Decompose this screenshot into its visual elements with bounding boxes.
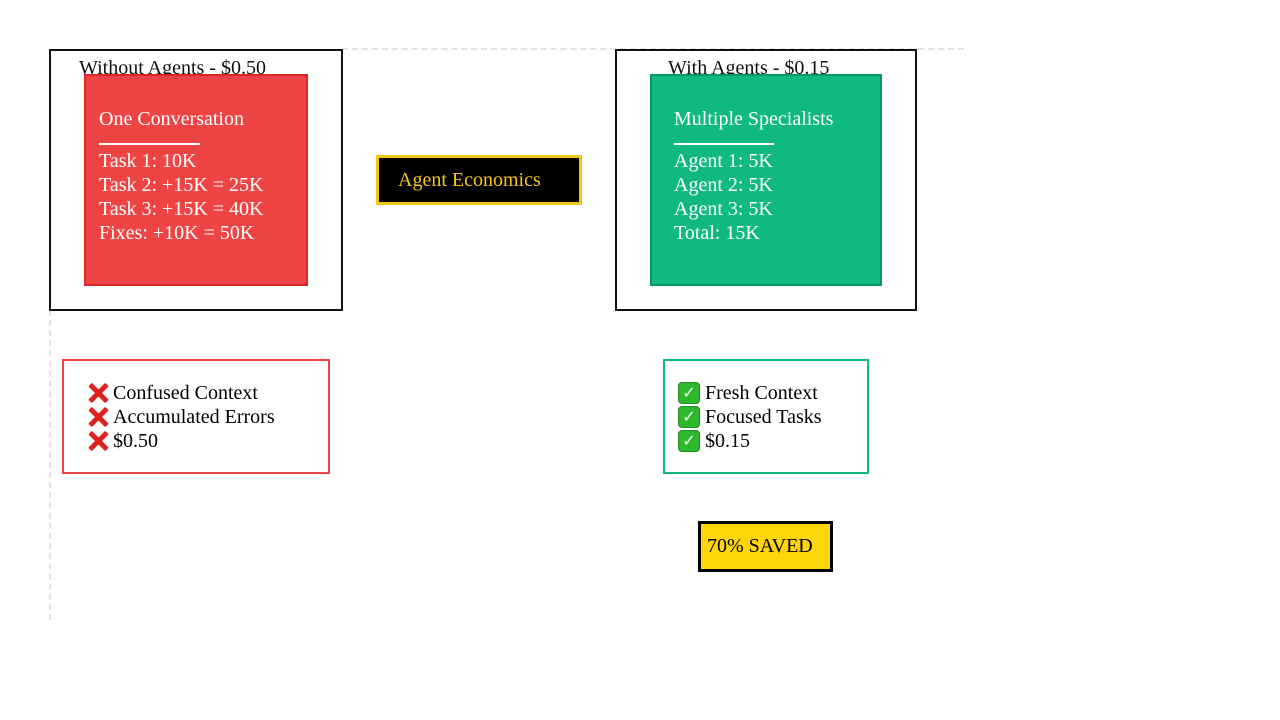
card-heading: One Conversation	[99, 108, 244, 130]
card-heading: Multiple Specialists	[674, 108, 834, 130]
without-agents-outcomes: Confused Context Accumulated Errors $0.5…	[62, 359, 330, 474]
list-item-label: Accumulated Errors	[113, 406, 275, 428]
card-line: Agent 3: 5K	[674, 198, 773, 220]
multiple-specialists-card: Multiple Specialists Agent 1: 5K Agent 2…	[650, 74, 882, 286]
agent-economics-title: Agent Economics	[376, 155, 582, 205]
without-agents-title: Without Agents - $0.50	[79, 57, 266, 79]
list-item-label: Focused Tasks	[705, 406, 822, 428]
savings-badge: 70% SAVED	[698, 521, 833, 572]
card-line: Agent 1: 5K	[674, 150, 773, 172]
card-line: Fixes: +10K = 50K	[99, 222, 255, 244]
check-mark-icon: ✓	[678, 406, 700, 428]
card-line: Task 3: +15K = 40K	[99, 198, 264, 220]
card-line: Task 2: +15K = 25K	[99, 174, 264, 196]
list-item: ✓ $0.15	[678, 429, 867, 453]
list-item-label: $0.15	[705, 430, 750, 452]
with-agents-title: With Agents - $0.15	[668, 57, 830, 79]
with-agents-frame	[615, 49, 917, 311]
check-mark-icon: ✓	[678, 430, 700, 452]
list-item-label: Confused Context	[113, 382, 258, 404]
card-divider	[674, 143, 774, 145]
list-item: ✓ Focused Tasks	[678, 405, 867, 429]
left-dashed-connector	[49, 310, 51, 620]
with-agents-outcomes: ✓ Fresh Context ✓ Focused Tasks ✓ $0.15	[663, 359, 869, 474]
card-line: Task 1: 10K	[99, 150, 197, 172]
list-item: Accumulated Errors	[87, 405, 328, 429]
card-divider	[99, 143, 200, 145]
list-item: ✓ Fresh Context	[678, 381, 867, 405]
list-item: Confused Context	[87, 381, 328, 405]
without-agents-frame	[49, 49, 343, 311]
card-line: Total: 15K	[674, 222, 760, 244]
cross-mark-icon	[87, 430, 109, 452]
check-mark-icon: ✓	[678, 382, 700, 404]
list-item: $0.50	[87, 429, 328, 453]
cross-mark-icon	[87, 406, 109, 428]
one-conversation-card: One Conversation Task 1: 10K Task 2: +15…	[84, 74, 308, 286]
cross-mark-icon	[87, 382, 109, 404]
card-line: Agent 2: 5K	[674, 174, 773, 196]
list-item-label: Fresh Context	[705, 382, 818, 404]
list-item-label: $0.50	[113, 430, 158, 452]
